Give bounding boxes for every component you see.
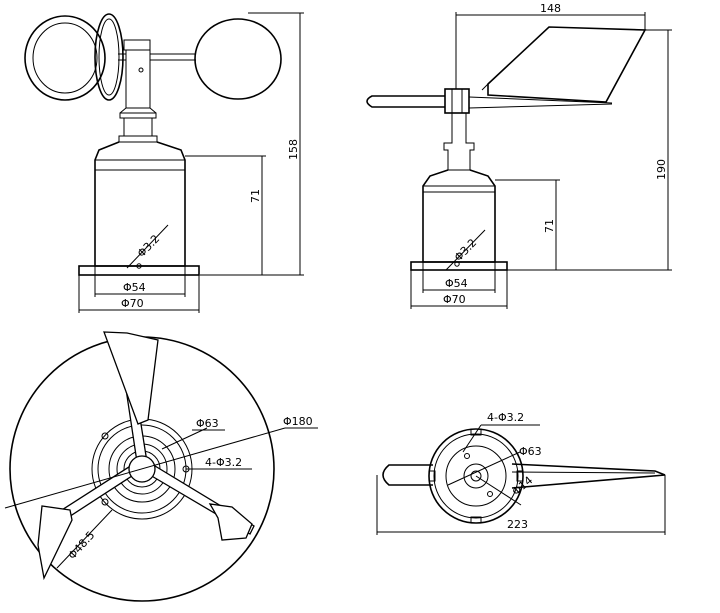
dim-tail-length: 148 <box>455 2 646 89</box>
dim-71-label: 71 <box>249 189 262 203</box>
left-cup <box>24 13 124 101</box>
anemometer-top-view: Φ180 Φ63 4-Φ3.2 Φ48.5 <box>4 331 318 602</box>
dim-vane-body-height: 71 <box>495 179 560 270</box>
vane-counterweight <box>366 95 445 108</box>
dim-body-height: 71 <box>185 155 266 275</box>
dim-158-label: 158 <box>287 139 300 160</box>
dim-overall-length: 223 <box>376 475 666 535</box>
top-counterweight <box>382 464 433 486</box>
cup-dia-label: Φ48.5 <box>66 529 98 562</box>
hole-label: Φ3.2 <box>135 232 163 260</box>
anemometer-body <box>78 141 200 276</box>
dim-diameters: Φ54 Φ70 <box>78 266 200 313</box>
vane-body-dia-label: Φ63 <box>519 445 542 458</box>
body-dia-label: Φ63 <box>196 417 219 430</box>
vane-body <box>410 169 508 271</box>
sweep-dia-label: Φ180 <box>283 415 313 428</box>
top-cups <box>37 331 253 581</box>
inner-dia-label: Φ54 <box>123 281 146 294</box>
holes-label: 4-Φ3.2 <box>205 456 242 469</box>
dim-71b-label: 71 <box>543 219 556 233</box>
vane-inner-dia-label: Φ54 <box>445 277 468 290</box>
vane-flange-dia-label: Φ70 <box>443 293 466 306</box>
vane-base <box>428 428 524 524</box>
vane-hub <box>443 88 475 171</box>
cup-hub <box>118 39 158 143</box>
vane-side-view: 148 190 71 Φ3.2 Φ54 Φ70 <box>366 2 672 309</box>
anemometer-side-view: 158 71 Φ3.2 Φ54 Φ70 <box>24 12 304 313</box>
dim-223-label: 223 <box>507 518 528 531</box>
flange-dia-label: Φ70 <box>121 297 144 310</box>
vane-top-view: 4-Φ3.2 Φ63 Φ14 223 <box>376 411 666 535</box>
tail-fin <box>487 26 647 103</box>
top-tail <box>511 463 666 489</box>
dim-overall-height: 158 <box>200 12 304 276</box>
vane-holes-label: 4-Φ3.2 <box>487 411 524 424</box>
dim-190-label: 190 <box>655 159 668 180</box>
dim-148-label: 148 <box>540 2 561 15</box>
dim-vane-height: 190 <box>507 29 672 271</box>
right-cup <box>194 18 282 100</box>
vane-dim-diameters: Φ54 Φ70 <box>410 262 508 309</box>
